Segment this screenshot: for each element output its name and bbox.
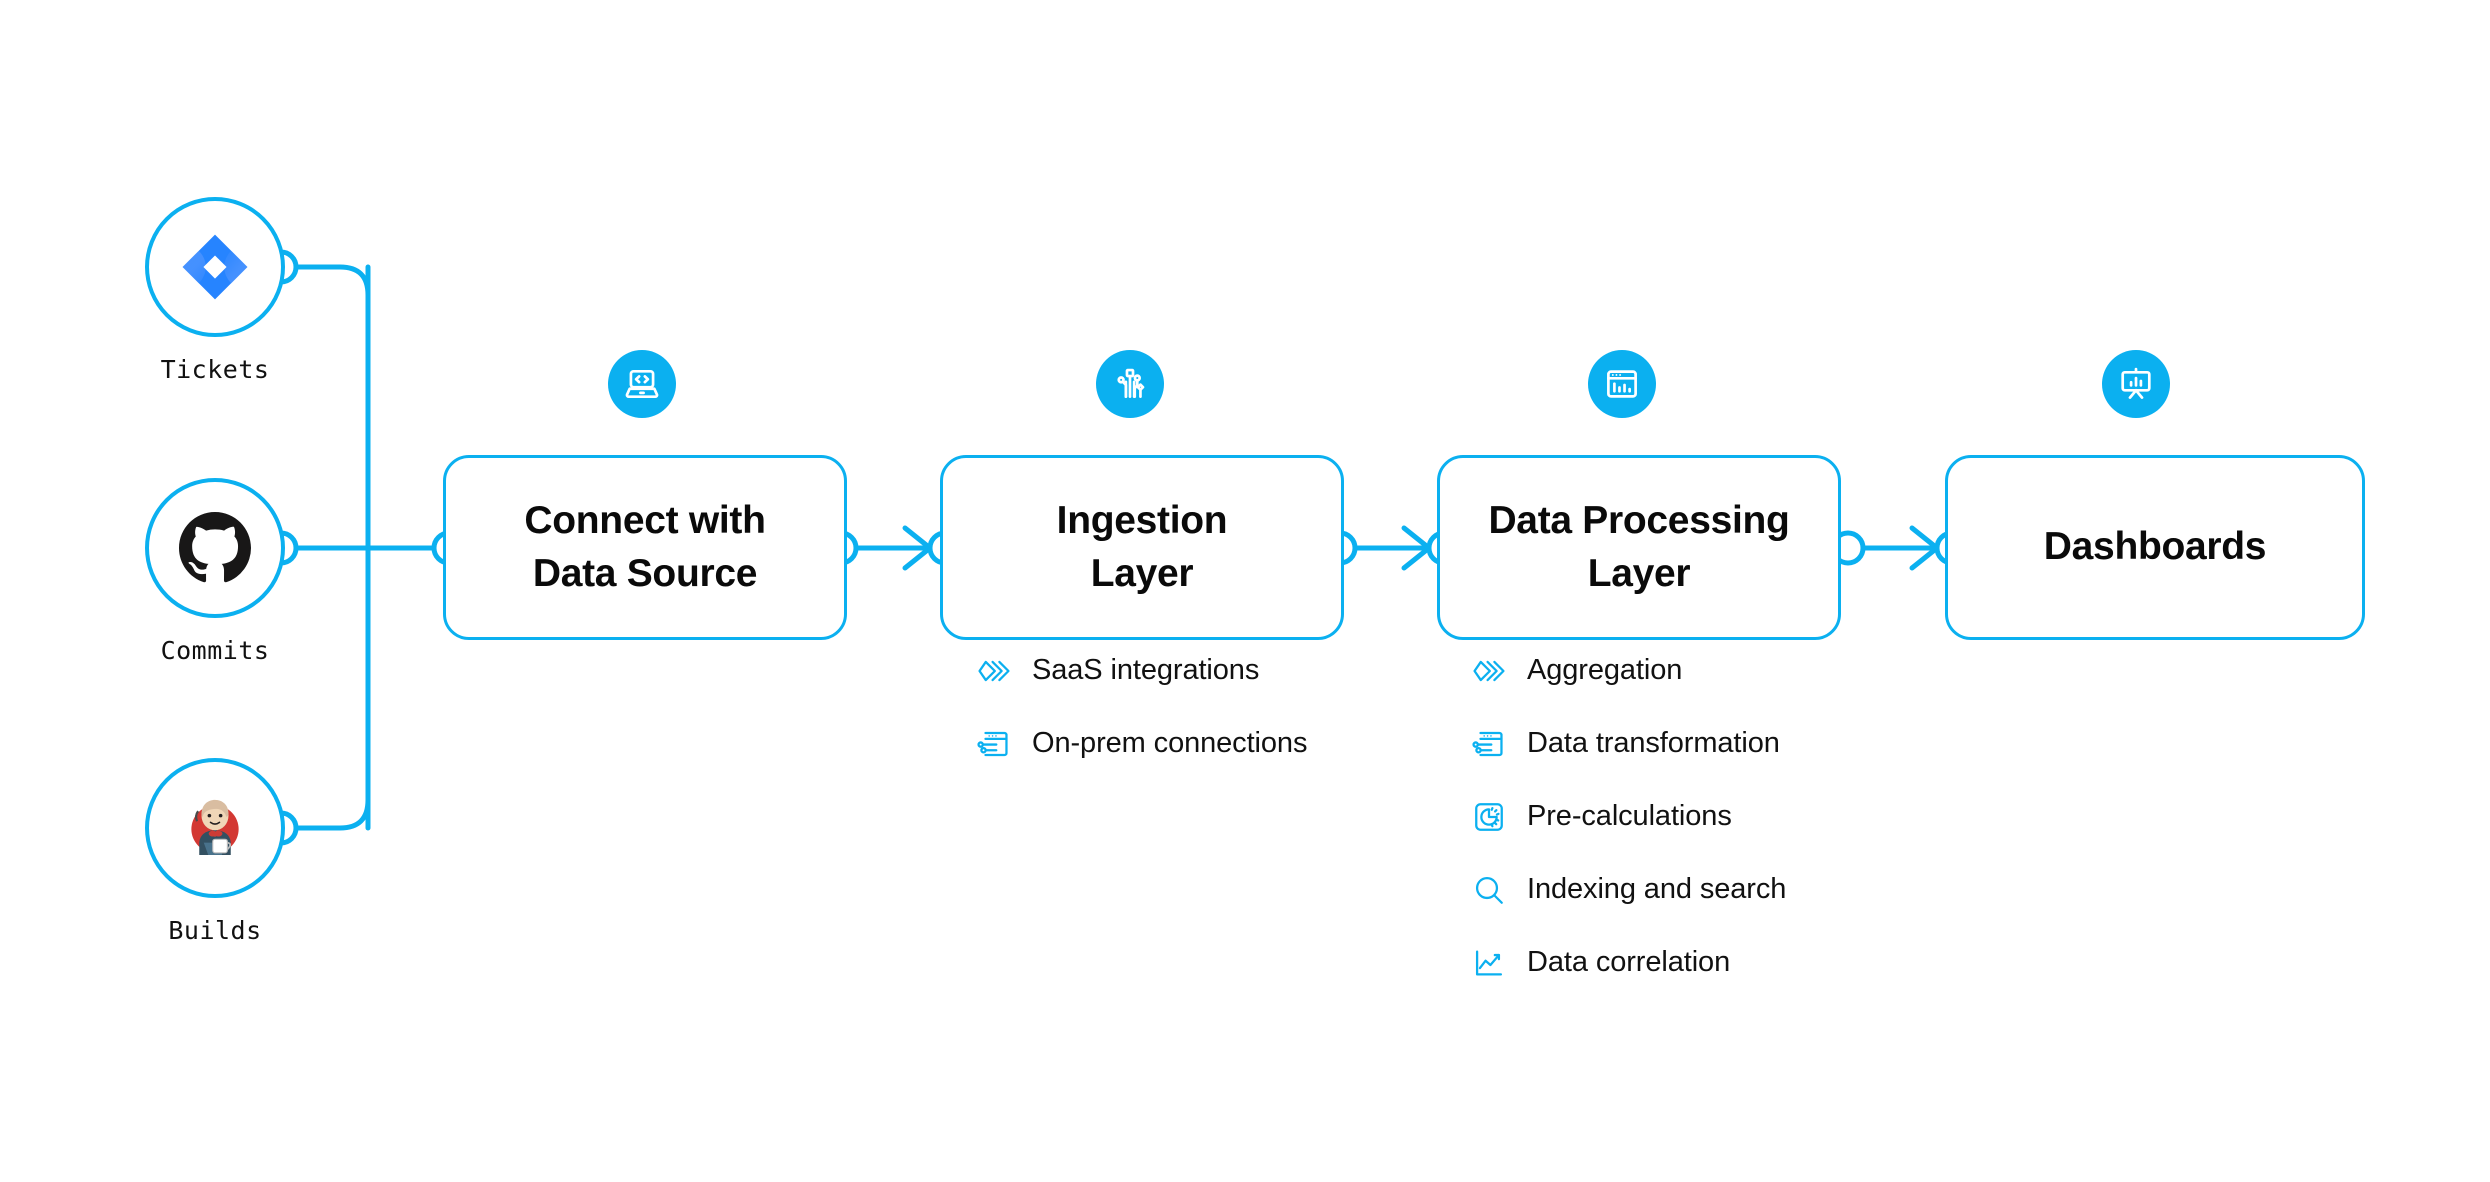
feature-item[interactable]: Indexing and search [1470,853,1786,926]
line-chart-icon [1470,944,1508,982]
feature-list-ingestion: SaaS integrations On-prem connections [975,634,1307,780]
chevrons-stack-icon [975,652,1013,690]
jira-icon [182,234,248,300]
github-icon [179,512,251,583]
browser-sliders-icon [975,725,1013,763]
feature-item[interactable]: Data transformation [1470,707,1786,780]
stage-box-dashboards[interactable]: Dashboards [1945,455,2365,640]
stage-badge-dashboards [2102,350,2170,418]
stage-badge-processing [1588,350,1656,418]
source-label-tickets: Tickets [160,355,270,384]
feature-label: Indexing and search [1527,873,1787,905]
stage-title-connect-line1: Connect with [524,498,766,542]
stage-title-dashboards: Dashboards [2043,525,2267,569]
feature-item[interactable]: Data correlation [1470,926,1786,999]
stage-badge-ingestion [1096,350,1164,418]
stage-title-ingestion-line2: Layer [1090,551,1194,595]
source-node-commits[interactable]: Commits [145,478,285,665]
source-circle-builds [145,758,285,898]
stage-title-processing-line2: Layer [1587,551,1691,595]
stage-badge-connect [608,350,676,418]
feature-label: Pre-calculations [1527,800,1732,832]
feature-item[interactable]: SaaS integrations [975,634,1307,707]
feature-label: Aggregation [1527,654,1683,686]
feature-list-processing: Aggregation Data transformation [1470,634,1786,999]
feature-item[interactable]: Aggregation [1470,634,1786,707]
source-label-builds: Builds [168,916,262,945]
stage-title-processing-line1: Data Processing [1488,498,1790,542]
source-circle-tickets [145,197,285,337]
feature-label: Data transformation [1527,727,1780,759]
presentation-chart-icon [2121,367,2151,399]
stage-box-connect[interactable]: Connect with Data Source [443,455,847,640]
circuit-nodes-icon [1117,368,1145,399]
stage-title-ingestion: Ingestion Layer [1041,495,1244,600]
feature-item[interactable]: Pre-calculations [1470,780,1786,853]
stage-box-ingestion[interactable]: Ingestion Layer [940,455,1344,640]
feature-label: SaaS integrations [1032,654,1260,686]
stage-title-connect-line2: Data Source [532,551,758,595]
stage-title-connect: Connect with Data Source [508,495,781,600]
source-node-tickets[interactable]: Tickets [145,197,285,384]
source-label-commits: Commits [160,636,270,665]
jenkins-icon [191,799,239,855]
laptop-code-icon [625,369,659,399]
chevrons-stack-icon [1470,652,1508,690]
feature-item[interactable]: On-prem connections [975,707,1307,780]
stage-title-ingestion-line1: Ingestion [1056,498,1228,542]
browser-barchart-icon [1607,370,1637,398]
source-circle-commits [145,478,285,618]
timer-square-icon [1470,798,1508,836]
browser-sliders-icon [1470,725,1508,763]
feature-label: Data correlation [1527,946,1731,978]
magnifier-icon [1470,871,1508,909]
stage-box-processing[interactable]: Data Processing Layer [1437,455,1841,640]
stage-title-processing: Data Processing Layer [1472,495,1805,600]
source-node-builds[interactable]: Builds [145,758,285,945]
feature-label: On-prem connections [1032,727,1308,759]
